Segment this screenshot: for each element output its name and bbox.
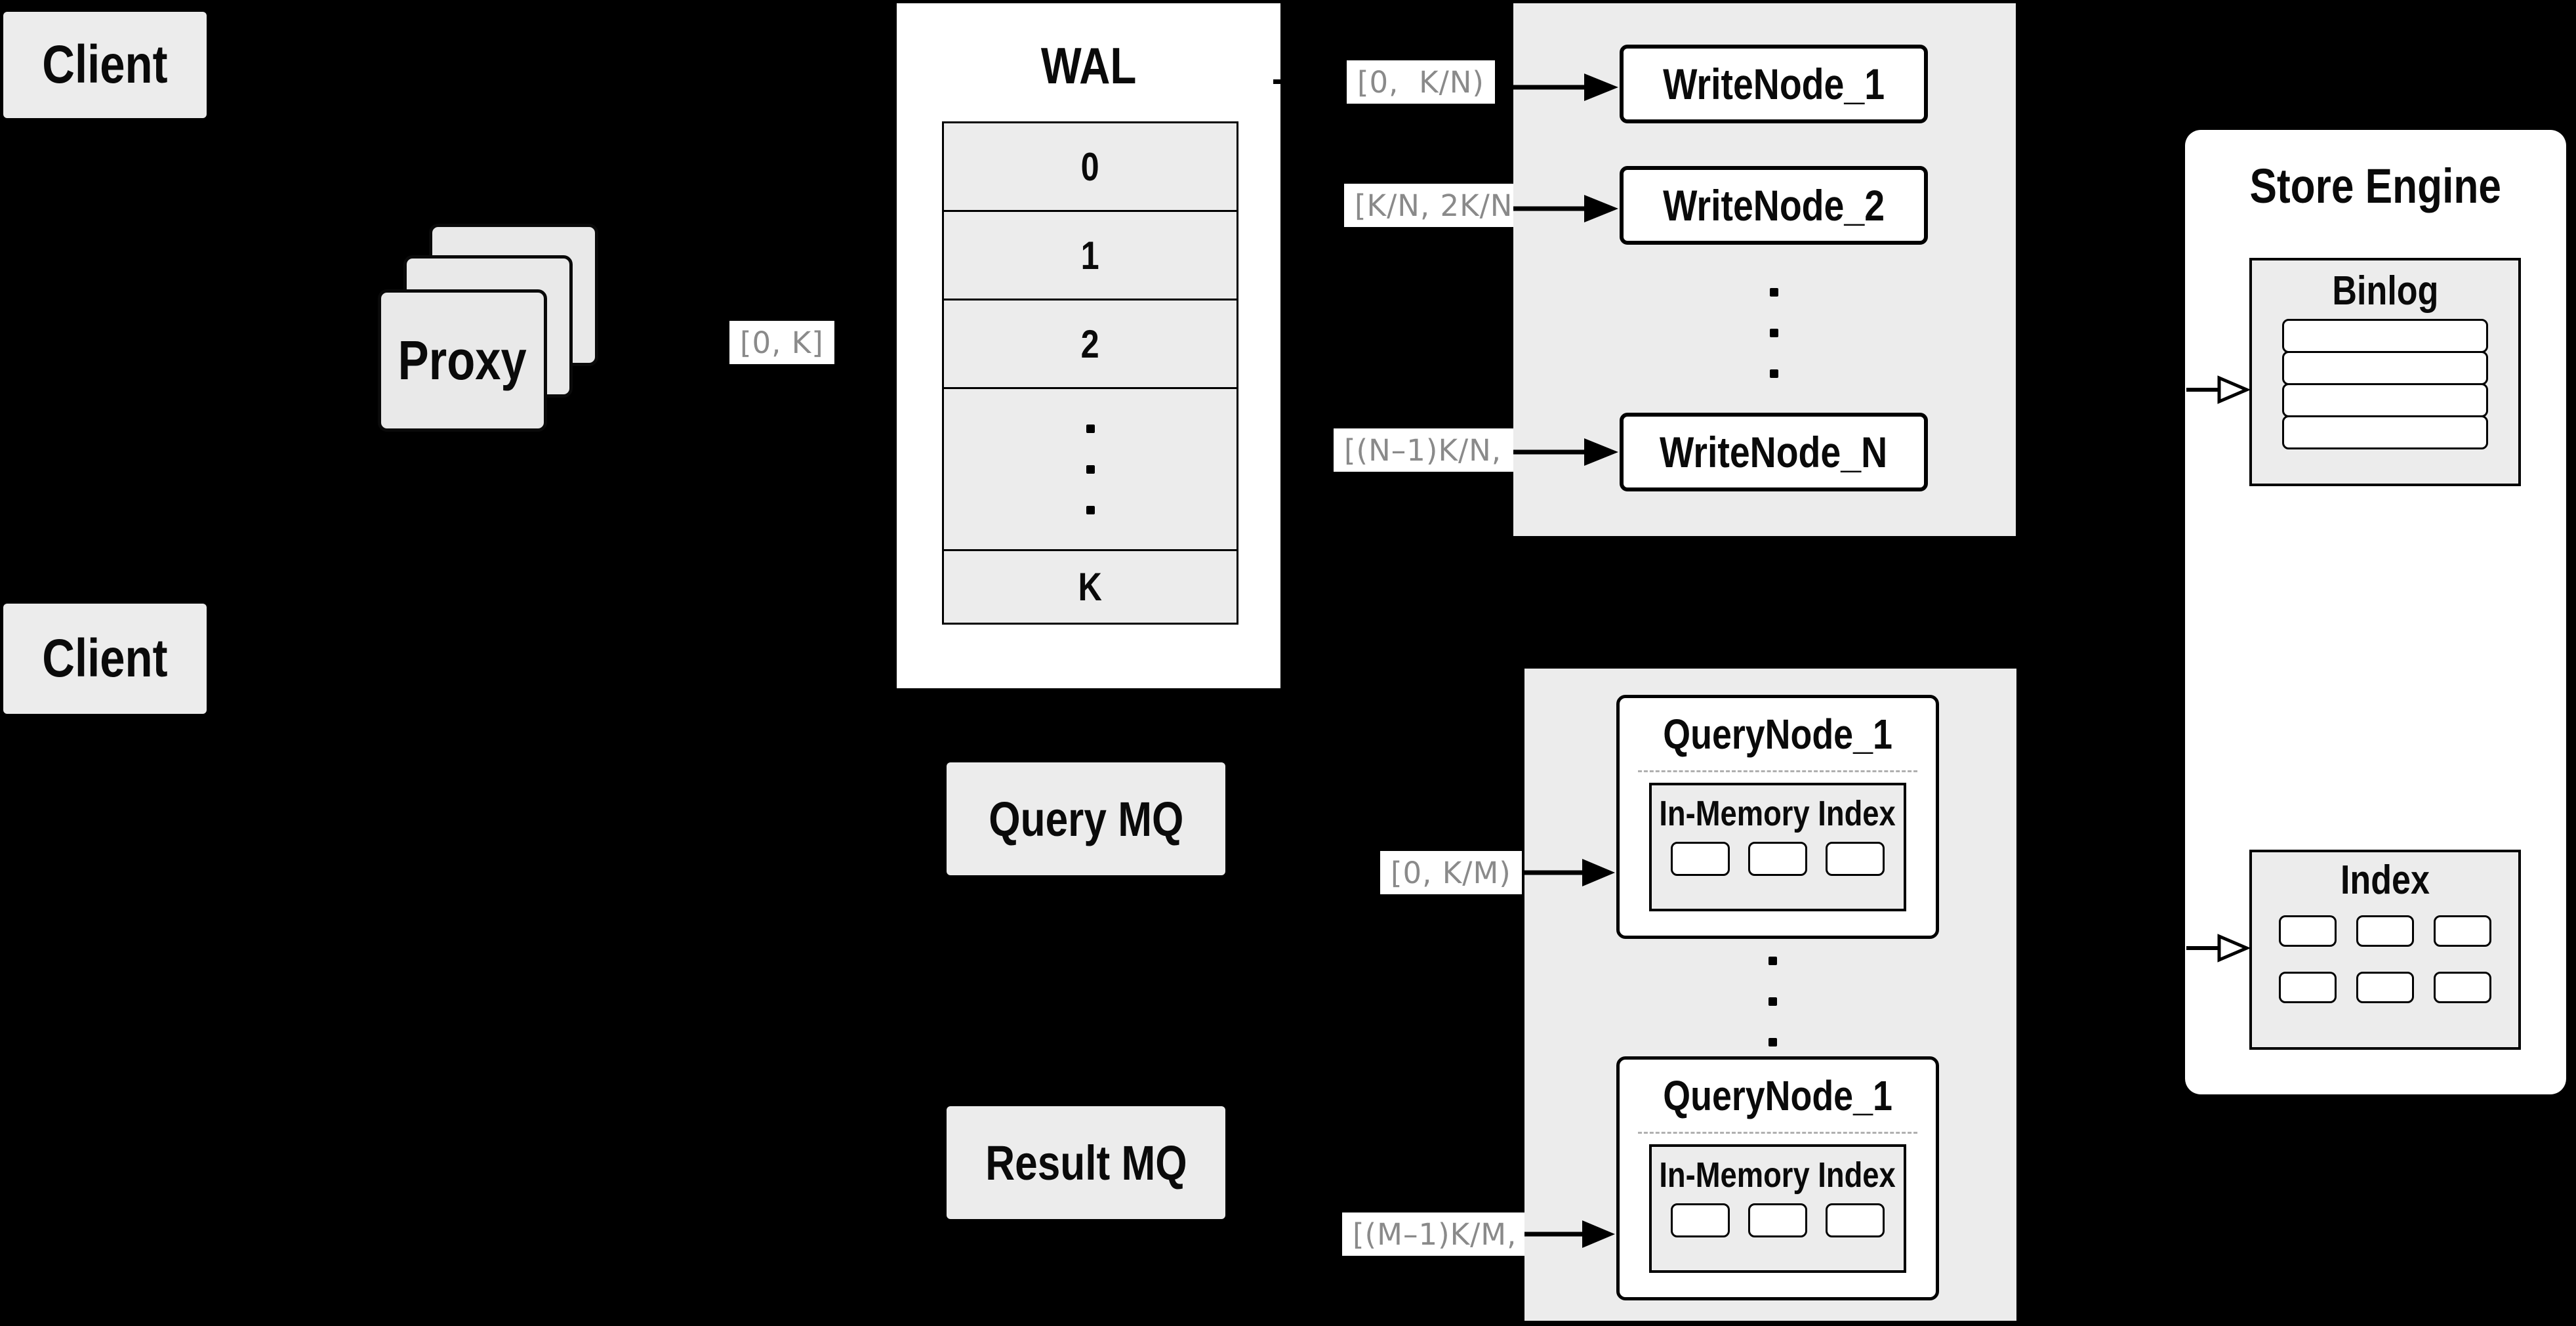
arrow-solid-icon <box>1513 73 1618 101</box>
binlog-row <box>2282 415 2488 449</box>
range-chip-writenode-1: [0, K/N) <box>1347 60 1495 104</box>
writenode-1-box: WriteNode_1 <box>1620 45 1928 123</box>
inmemory-index-panel: In-Memory Index <box>1649 783 1906 911</box>
querynode-1-title: QueryNode_1 <box>1663 711 1892 758</box>
index-cell <box>2434 915 2491 947</box>
binlog-title: Binlog <box>2332 268 2438 314</box>
wal-title: WAL <box>1040 36 1137 94</box>
inmemory-index-title: In-Memory Index <box>1659 1155 1896 1195</box>
inmemory-index-title: In-Memory Index <box>1659 794 1896 833</box>
range-chip-querynode-1: [0, K/M) <box>1380 851 1522 894</box>
inmemory-cell <box>1826 842 1885 876</box>
wal-segment-0: 0 <box>942 121 1238 212</box>
querynode-m-box: QueryNode_1 In-Memory Index <box>1616 1056 1939 1300</box>
proxy-card-front: Proxy <box>378 289 547 432</box>
inmemory-index-panel: In-Memory Index <box>1649 1144 1906 1273</box>
inmemory-cells-row <box>1652 1203 1904 1237</box>
querynode-m-title: QueryNode_1 <box>1663 1072 1892 1119</box>
client-top-label: Client <box>42 35 168 94</box>
client-box-top: Client <box>3 12 207 118</box>
inmemory-cell <box>1826 1203 1885 1237</box>
arrow-solid-icon <box>1524 859 1615 886</box>
binlog-rows <box>2252 319 2518 449</box>
index-cell <box>2356 915 2414 947</box>
wal-segment-ellipsis <box>942 387 1238 551</box>
range-chip-writenode-2: [K/N, 2K/N) <box>1344 184 1536 227</box>
inmemory-cell <box>1748 842 1807 876</box>
index-cell <box>2279 915 2337 947</box>
proxy-label: Proxy <box>398 329 527 391</box>
result-mq-box: Result MQ <box>947 1106 1225 1219</box>
wal-outgoing-line-stub <box>1273 79 1284 84</box>
inmemory-cell <box>1671 842 1730 876</box>
index-cell <box>2356 972 2414 1003</box>
index-cell <box>2434 972 2491 1003</box>
vertical-ellipsis-icon <box>1768 957 1777 1046</box>
store-engine-title: Store Engine <box>2249 158 2502 213</box>
inmemory-cell <box>1748 1203 1807 1237</box>
arrow-open-icon <box>2186 375 2249 404</box>
arrow-solid-icon <box>1513 438 1618 466</box>
arrow-open-icon <box>2186 934 2249 963</box>
writenode-group-panel: WriteNode_1 WriteNode_2 WriteNode_N <box>1513 3 2016 536</box>
inmemory-cell <box>1671 1203 1730 1237</box>
index-cells-row <box>2252 972 2518 1003</box>
dashed-divider <box>1638 770 1917 772</box>
binlog-panel: Binlog <box>2249 258 2521 486</box>
binlog-row <box>2282 319 2488 353</box>
index-cell <box>2279 972 2337 1003</box>
store-engine-panel: Store Engine Binlog Index <box>2185 130 2566 1094</box>
client-box-bottom: Client <box>3 604 207 714</box>
vertical-ellipsis-icon <box>1086 424 1095 514</box>
index-panel: Index <box>2249 850 2521 1050</box>
binlog-row <box>2282 383 2488 417</box>
wal-segment-2: 2 <box>942 299 1238 389</box>
arrow-solid-icon <box>1513 195 1618 222</box>
index-cells-row <box>2252 915 2518 947</box>
inmemory-cells-row <box>1652 842 1904 876</box>
wal-segment-1: 1 <box>942 210 1238 300</box>
range-chip-proxy-wal: [0, K] <box>729 321 834 364</box>
query-mq-box: Query MQ <box>947 762 1225 875</box>
querynode-group-panel: QueryNode_1 In-Memory Index QueryNode_1 <box>1524 669 2016 1321</box>
wal-panel: WAL 0 1 2 K <box>897 3 1280 688</box>
writenode-n-box: WriteNode_N <box>1620 413 1928 491</box>
binlog-row <box>2282 351 2488 385</box>
client-bottom-label: Client <box>42 629 168 688</box>
index-title: Index <box>2340 857 2430 903</box>
dashed-divider <box>1638 1132 1917 1134</box>
wal-segment-stack: 0 1 2 K <box>942 121 1238 625</box>
querynode-1-box: QueryNode_1 In-Memory Index <box>1616 695 1939 939</box>
writenode-2-box: WriteNode_2 <box>1620 166 1928 245</box>
wal-segment-k: K <box>942 549 1238 625</box>
vertical-ellipsis-icon <box>1770 288 1778 378</box>
arrow-solid-icon <box>1524 1220 1615 1248</box>
